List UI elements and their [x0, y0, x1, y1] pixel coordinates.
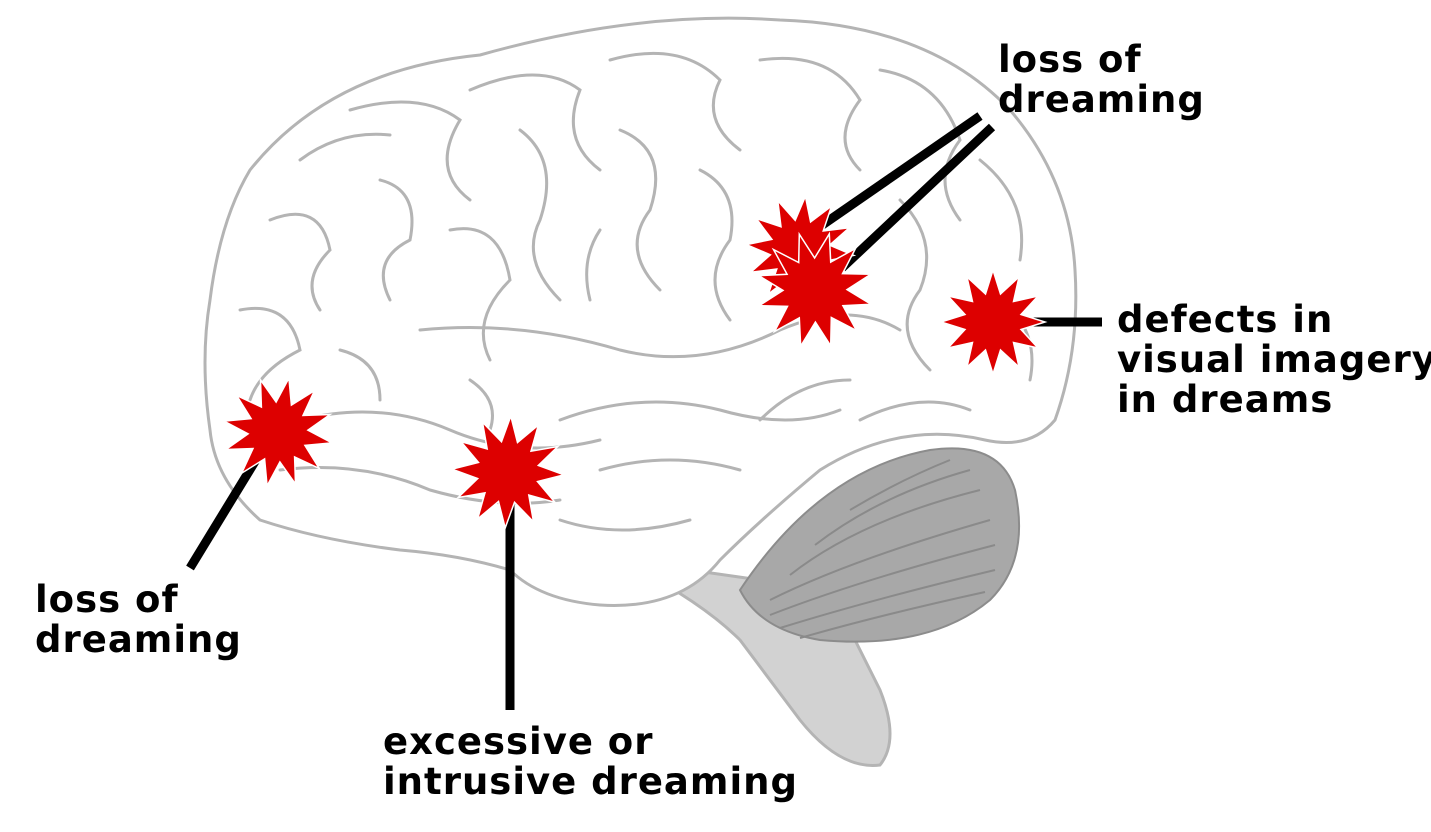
label-line: loss of	[998, 40, 1205, 80]
label-line: excessive or	[383, 722, 798, 762]
label-line: in dreams	[1117, 380, 1431, 420]
label-excessive-dreaming: excessive or intrusive dreaming	[383, 722, 798, 802]
label-loss-of-dreaming-top: loss of dreaming	[998, 40, 1205, 120]
label-line: dreaming	[35, 620, 242, 660]
label-loss-of-dreaming-left: loss of dreaming	[35, 580, 242, 660]
label-line: loss of	[35, 580, 242, 620]
label-visual-imagery-defects: defects in visual imagery in dreams	[1117, 300, 1431, 420]
label-line: dreaming	[998, 80, 1205, 120]
label-line: intrusive dreaming	[383, 762, 798, 802]
label-line: defects in	[1117, 300, 1431, 340]
label-line: visual imagery	[1117, 340, 1431, 380]
